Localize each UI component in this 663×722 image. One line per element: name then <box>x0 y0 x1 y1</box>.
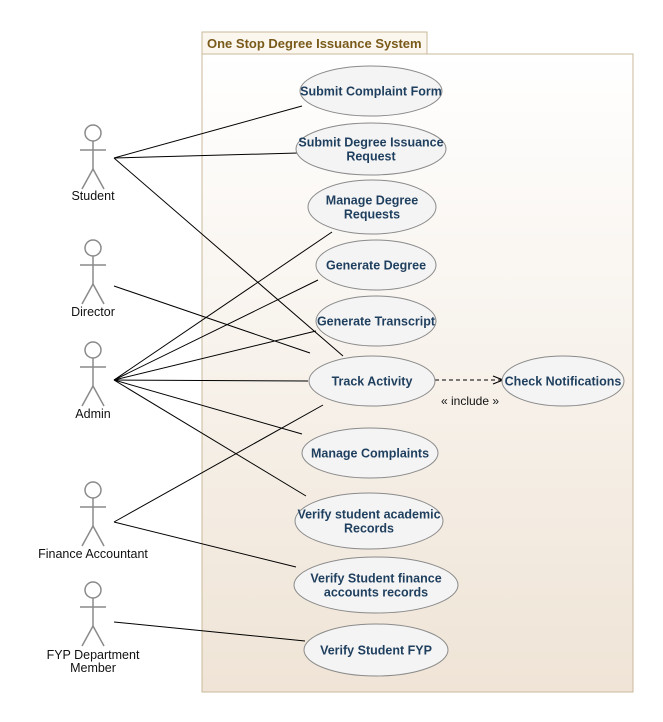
actor-label: Member <box>70 661 116 675</box>
association-student-track <box>113 157 344 357</box>
use-case-track[interactable]: Track Activity <box>308 355 436 407</box>
use-case-ellipse <box>293 556 459 614</box>
system-title: One Stop Degree Issuance System <box>207 36 422 51</box>
actor-director[interactable]: Director <box>71 239 115 319</box>
actor-head <box>84 341 102 359</box>
include-label: « include » <box>441 394 499 408</box>
use-case-label: Check Notifications <box>505 375 622 389</box>
actor-left-leg <box>81 168 94 190</box>
use-case-ellipse <box>501 355 625 407</box>
actor-head <box>84 481 102 499</box>
actor-admin[interactable]: Admin <box>75 341 111 421</box>
use-case-label: Submit Degree Issuance <box>298 136 443 150</box>
actor-right-leg <box>92 625 105 647</box>
use-case-label: Track Activity <box>332 375 413 389</box>
use-case-ellipse <box>303 623 449 677</box>
association-fyp-verify_fyp <box>113 621 306 642</box>
use-case-notifications[interactable]: Check Notifications <box>501 355 625 407</box>
association-finance-verify_finance <box>113 521 297 568</box>
association-admin-manage_requests <box>113 231 333 381</box>
actor-left-leg <box>81 525 94 547</box>
use-case-complaint-form[interactable]: Submit Complaint Form <box>299 65 443 117</box>
association-admin-verify_academic <box>113 379 307 497</box>
association-student-complaint_form <box>113 105 303 159</box>
use-case-label: Verify Student finance <box>310 572 441 586</box>
use-case-ellipse <box>308 355 436 407</box>
actor-label: FYP Department <box>47 648 140 662</box>
use-case-label: Request <box>346 150 396 164</box>
actor-student[interactable]: Student <box>71 124 115 203</box>
use-case-label: Verify Student FYP <box>320 644 432 658</box>
actor-label: Director <box>71 305 115 319</box>
use-case-label: Verify student academic <box>297 508 440 522</box>
association-admin-gen_transcript <box>113 330 317 381</box>
actor-head <box>84 581 102 599</box>
association-admin-gen_degree <box>113 279 319 381</box>
use-case-ellipse <box>295 122 447 176</box>
use-case-label: Requests <box>344 208 400 222</box>
association-director-track <box>113 285 311 354</box>
use-case-gen-degree[interactable]: Generate Degree <box>315 239 437 291</box>
actor-left-leg <box>81 385 94 407</box>
use-case-label: accounts records <box>324 586 428 600</box>
use-case-label: Manage Degree <box>326 194 418 208</box>
use-case-label: Manage Complaints <box>311 447 429 461</box>
actor-left-leg <box>81 625 94 647</box>
use-case-gen-transcript[interactable]: Generate Transcript <box>315 295 437 347</box>
association-admin-track <box>113 379 309 382</box>
association-admin-manage_complaints <box>113 379 303 435</box>
actor-label: Student <box>71 189 115 203</box>
actor-finance[interactable]: Finance Accountant <box>38 481 148 561</box>
use-case-label: Records <box>344 522 394 536</box>
use-case-label: Generate Degree <box>326 259 426 273</box>
use-case-ellipse <box>299 65 443 117</box>
actor-label: Finance Accountant <box>38 547 148 561</box>
use-case-ellipse <box>301 427 439 479</box>
associations-layer <box>113 105 344 642</box>
actor-head <box>84 124 102 142</box>
include-layer: « include » <box>435 380 503 408</box>
use-case-ellipse <box>315 295 437 347</box>
association-student-degree_request <box>113 152 299 159</box>
use-case-label: Generate Transcript <box>317 315 436 329</box>
use-case-verify-fyp[interactable]: Verify Student FYP <box>303 623 449 677</box>
use-case-ellipse <box>315 239 437 291</box>
actor-right-leg <box>92 385 105 407</box>
use-case-ellipse <box>307 179 437 235</box>
actor-label: Admin <box>75 407 110 421</box>
use-case-ellipse <box>294 492 444 550</box>
actor-left-leg <box>81 283 94 305</box>
actor-right-leg <box>92 168 105 190</box>
association-finance-track <box>113 404 324 523</box>
use-case-label: Submit Complaint Form <box>300 85 442 99</box>
actor-head <box>84 239 102 257</box>
actor-right-leg <box>92 525 105 547</box>
use-case-manage-complaints[interactable]: Manage Complaints <box>301 427 439 479</box>
actor-right-leg <box>92 283 105 305</box>
